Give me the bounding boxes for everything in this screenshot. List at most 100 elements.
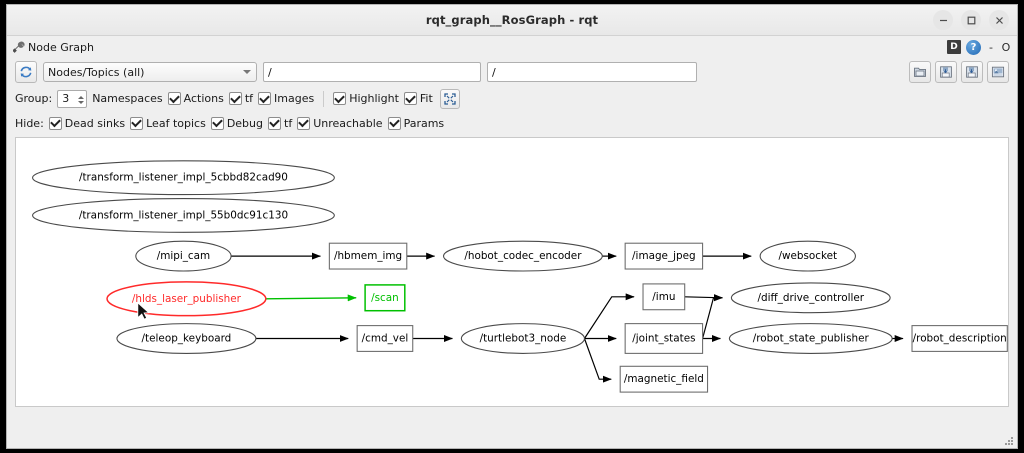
save-dot-button[interactable] — [935, 61, 957, 83]
graph-node-jpeg[interactable]: /image_jpeg — [624, 242, 704, 270]
topic-filter-input[interactable]: / — [263, 62, 481, 82]
topic-filter-value: / — [268, 65, 272, 79]
graph-node-ddc[interactable]: /diff_drive_controller — [730, 282, 891, 314]
graph-node-shape[interactable] — [759, 240, 856, 272]
checkbox-leaf-topics[interactable]: Leaf topics — [130, 116, 206, 130]
checkbox-debug-box[interactable] — [210, 116, 224, 130]
checkbox-tf-label: tf — [244, 92, 254, 105]
checkbox-images-label: Images — [274, 92, 315, 105]
checkbox-images[interactable]: Images — [258, 92, 314, 105]
graph-node-tb3[interactable]: /turtlebot3_node — [460, 323, 586, 354]
graph-node-shape[interactable] — [32, 198, 335, 233]
graph-node-tf2[interactable]: /transform_listener_impl_55b0dc91c130 — [32, 198, 335, 233]
close-button[interactable] — [989, 10, 1009, 30]
checkbox-params-box[interactable] — [387, 116, 401, 130]
graph-node-shape[interactable] — [911, 325, 1008, 352]
checkbox-leaf-topics-box[interactable] — [130, 116, 144, 130]
graph-node-shape[interactable] — [624, 323, 704, 354]
dock-minimize-button[interactable]: - — [989, 40, 993, 54]
save-dot-icon — [940, 66, 952, 78]
save-as-svg-button[interactable] — [961, 61, 983, 83]
spin-up-icon[interactable] — [77, 95, 84, 99]
checkbox-dead-sinks[interactable]: Dead sinks — [48, 116, 125, 130]
graph-node-label: /hlds_laser_publisher — [132, 293, 242, 305]
maximize-button[interactable] — [961, 10, 981, 30]
graph-node-teleo[interactable]: /teleop_keyboard — [116, 323, 257, 354]
graph-node-hbmem[interactable]: /hbmem_img — [328, 242, 408, 270]
checkbox-highlight[interactable]: Highlight — [333, 92, 399, 105]
checkbox-images-box[interactable] — [258, 92, 272, 105]
window-controls — [933, 5, 1009, 35]
checkbox-unreachable-box[interactable] — [297, 116, 311, 130]
checkbox-fit[interactable]: Fit — [403, 92, 433, 105]
graph-node-lidar[interactable]: /hlds_laser_publisher — [106, 281, 267, 317]
checkbox-fit-box[interactable] — [403, 92, 417, 105]
graph-node-mag[interactable]: /magnetic_field — [619, 365, 709, 393]
graph-node-shape[interactable] — [356, 325, 414, 352]
mouse-pointer — [137, 301, 150, 320]
checkbox-actions-box[interactable] — [167, 92, 181, 105]
graph-node-shape[interactable] — [642, 283, 686, 311]
checkbox-params[interactable]: Params — [387, 116, 444, 130]
graph-node-shape[interactable] — [116, 323, 257, 354]
checkbox-hide-tf[interactable]: tf — [268, 116, 292, 130]
graph-node-shape[interactable] — [728, 323, 893, 354]
save-as-image-button[interactable] — [987, 61, 1009, 83]
resize-grip-icon[interactable] — [1002, 434, 1014, 446]
ros-graph-svg[interactable]: /transform_listener_impl_5cbbd82cad90/tr… — [16, 138, 1008, 406]
checkbox-tf[interactable]: tf — [228, 92, 254, 105]
namespaces-label: Namespaces — [92, 92, 163, 105]
group-spinbox[interactable]: 3 — [57, 89, 88, 109]
graph-node-shape[interactable] — [328, 242, 408, 270]
graph-node-shape[interactable] — [624, 242, 704, 270]
graph-node-shape[interactable] — [619, 365, 709, 393]
image-icon — [991, 66, 1005, 78]
graph-node-imu[interactable]: /imu — [642, 283, 686, 311]
checkbox-tf-box[interactable] — [228, 92, 242, 105]
checkbox-highlight-label: Highlight — [349, 92, 399, 105]
checkbox-dead-sinks-box[interactable] — [48, 116, 62, 130]
fit-in-view-button[interactable] — [439, 88, 460, 109]
node-filter-value: / — [492, 65, 496, 79]
checkbox-unreachable[interactable]: Unreachable — [297, 116, 383, 130]
dock-settings-button[interactable]: D — [947, 40, 961, 54]
spinbox-arrows[interactable] — [76, 91, 85, 109]
checkbox-hide-tf-box[interactable] — [268, 116, 281, 130]
checkbox-highlight-box[interactable] — [333, 92, 347, 105]
minimize-button[interactable] — [933, 10, 953, 30]
graph-node-shape[interactable] — [730, 282, 891, 314]
graph-node-shape[interactable] — [106, 281, 267, 317]
graph-node-ws[interactable]: /websocket — [759, 240, 856, 272]
checkbox-actions-label: Actions — [183, 92, 224, 105]
dock-close-button[interactable]: O — [1001, 40, 1011, 54]
graph-node-label: /teleop_keyboard — [142, 333, 232, 345]
graph-node-tf1[interactable]: /transform_listener_impl_5cbbd82cad90 — [32, 160, 335, 196]
graph-type-combo[interactable]: Nodes/Topics (all) — [43, 62, 257, 82]
checkbox-debug[interactable]: Debug — [210, 116, 263, 130]
spin-down-icon[interactable] — [77, 100, 84, 104]
folder-icon — [914, 67, 926, 77]
graph-node-shape[interactable] — [460, 323, 586, 354]
wrench-icon — [13, 41, 25, 53]
node-filter-input[interactable]: / — [487, 62, 697, 82]
ros-graph-canvas[interactable]: /transform_listener_impl_5cbbd82cad90/tr… — [15, 137, 1009, 407]
graph-node-mipi[interactable]: /mipi_cam — [135, 240, 232, 272]
rqt-main-window: rqt_graph__RosGraph - rqt Node Graph D ? — [6, 4, 1018, 449]
graph-node-label: /mipi_cam — [157, 250, 210, 262]
dock-title-group: Node Graph — [13, 41, 94, 54]
graph-node-label: /transform_listener_impl_55b0dc91c130 — [79, 209, 288, 221]
load-dot-button[interactable] — [909, 61, 931, 83]
refresh-button[interactable] — [15, 61, 37, 83]
graph-node-rsp[interactable]: /robot_state_publisher — [728, 323, 893, 354]
graph-node-scan[interactable]: /scan — [364, 284, 406, 312]
graph-node-shape[interactable] — [364, 284, 406, 312]
graph-node-rdesc[interactable]: /robot_description — [911, 325, 1008, 352]
graph-node-cmd[interactable]: /cmd_vel — [356, 325, 414, 352]
graph-node-shape[interactable] — [135, 240, 232, 272]
graph-node-shape[interactable] — [32, 160, 335, 196]
graph-node-shape[interactable] — [442, 240, 603, 272]
graph-node-joint[interactable]: /joint_states — [624, 323, 704, 354]
graph-node-codec[interactable]: /hobot_codec_encoder — [442, 240, 603, 272]
checkbox-actions[interactable]: Actions — [167, 92, 224, 105]
dock-help-button[interactable]: ? — [966, 39, 981, 55]
